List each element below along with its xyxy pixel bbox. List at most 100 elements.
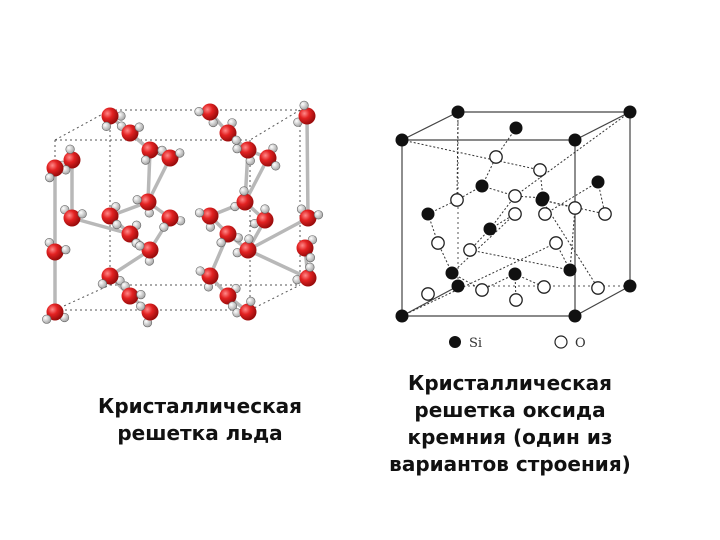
silicon-atom: [421, 207, 435, 221]
oxygen-atom: [598, 207, 612, 221]
silicon-atom: [623, 105, 637, 119]
silicon-atom: [623, 279, 637, 293]
silicon-atom: [568, 133, 582, 147]
hydrogen-atom: [246, 296, 256, 307]
oxygen-atom: [509, 293, 523, 307]
water-molecule: [219, 118, 241, 145]
silica-lattice: Si O: [395, 105, 637, 351]
silicon-atom: [508, 267, 522, 281]
oxygen-atom: [121, 287, 139, 305]
oxygen-atom: [141, 303, 159, 321]
oxygen-atom: [201, 207, 219, 225]
si-o-bond: [569, 207, 576, 271]
hydrogen-atom: [132, 195, 142, 205]
oxygen-atom: [63, 209, 81, 227]
si-o-bond: [401, 139, 541, 171]
oxygen-atom: [201, 267, 219, 285]
water-molecule: [259, 143, 281, 171]
hydrogen-bond: [246, 216, 310, 252]
hydrogen-atom: [305, 253, 316, 263]
hydrogen-atom: [112, 219, 122, 230]
silicon-atom: [451, 279, 465, 293]
water-molecule: [296, 204, 324, 227]
hydrogen-bond: [305, 114, 310, 220]
silica-caption-line-2: решетка оксида: [414, 398, 606, 422]
ice-caption-line-1: Кристаллическая: [98, 394, 302, 418]
hydrogen-atom: [135, 241, 145, 251]
oxygen-atom: [508, 189, 522, 203]
hydrogen-atom: [45, 173, 55, 183]
si-o-bond: [514, 111, 631, 197]
hydrogen-atom: [61, 245, 71, 255]
oxygen-atom: [161, 209, 179, 227]
hydrogen-atom: [101, 121, 111, 131]
hydrogen-atom: [159, 222, 169, 232]
hydrogen-atom: [260, 204, 270, 214]
hydrogen-atom: [232, 144, 242, 154]
hydrogen-atom: [136, 301, 146, 311]
oxygen-atom: [431, 236, 445, 250]
oxygen-atom: [141, 141, 159, 159]
hydrogen-atom: [305, 262, 315, 272]
hydrogen-bond-lines: [53, 110, 310, 314]
water-molecule: [136, 301, 159, 328]
water-molecule: [230, 186, 254, 212]
si-o-bond: [401, 242, 557, 317]
silicon-atom: [445, 266, 459, 280]
hydrogen-atom: [195, 266, 205, 276]
silicon-atom: [483, 222, 497, 236]
silicon-atom: [563, 263, 577, 277]
silica-unit-cell-box: [401, 111, 631, 317]
water-molecule: [44, 238, 71, 261]
silicon-atom: [591, 175, 605, 189]
si-o-bond: [469, 249, 571, 271]
si-o-bond: [489, 195, 516, 230]
water-molecule: [101, 202, 122, 230]
oxygen-atom: [63, 151, 81, 169]
legend-o-marker: [554, 335, 568, 349]
oxygen-atom: [46, 303, 64, 321]
oxygen-atom: [591, 281, 605, 295]
oxygen-atom: [463, 243, 477, 257]
oxygen-atom: [201, 103, 219, 121]
hydrogen-atom: [42, 314, 52, 324]
oxygen-atom: [450, 193, 464, 207]
hydrogen-atom: [136, 290, 146, 300]
water-molecule: [293, 100, 316, 127]
water-molecule: [45, 159, 71, 183]
hydrogen-atom: [216, 238, 226, 248]
hydrogen-atom: [194, 208, 205, 218]
hydrogen-atom: [175, 148, 185, 158]
oxygen-atom: [549, 236, 563, 250]
water-molecule: [292, 262, 317, 287]
oxygen-atom: [101, 107, 119, 125]
silicon-atom: [535, 193, 549, 207]
silica-caption-line-4: вариантов строения): [389, 452, 631, 476]
water-molecule: [296, 235, 318, 263]
oxygen-atom: [489, 150, 503, 164]
hydrogen-bond: [70, 216, 132, 236]
oxygen-atom: [299, 269, 317, 287]
si-o-bond: [451, 213, 516, 274]
water-molecules: [42, 100, 324, 328]
silica-caption: Кристаллическая решетка оксида кремния (…: [370, 370, 650, 478]
oxygen-atom: [256, 211, 274, 229]
water-molecule: [232, 141, 257, 166]
oxygen-atom: [421, 287, 435, 301]
hydrogen-atom: [227, 301, 238, 311]
oxygen-atom: [239, 303, 257, 321]
silicon-atom: [509, 121, 523, 135]
ice-lattice: [42, 100, 324, 328]
hydrogen-atom: [244, 234, 254, 244]
oxygen-atom: [296, 239, 314, 257]
si-o-atoms: [395, 105, 637, 323]
oxygen-atom: [298, 107, 316, 125]
oxygen-atom: [299, 209, 317, 227]
oxygen-atom: [508, 207, 522, 221]
oxygen-atom: [46, 243, 64, 261]
oxygen-atom: [533, 163, 547, 177]
hydrogen-bond: [246, 248, 310, 280]
water-molecule: [116, 121, 144, 142]
water-molecule: [132, 193, 157, 218]
hydrogen-atom: [194, 106, 204, 117]
